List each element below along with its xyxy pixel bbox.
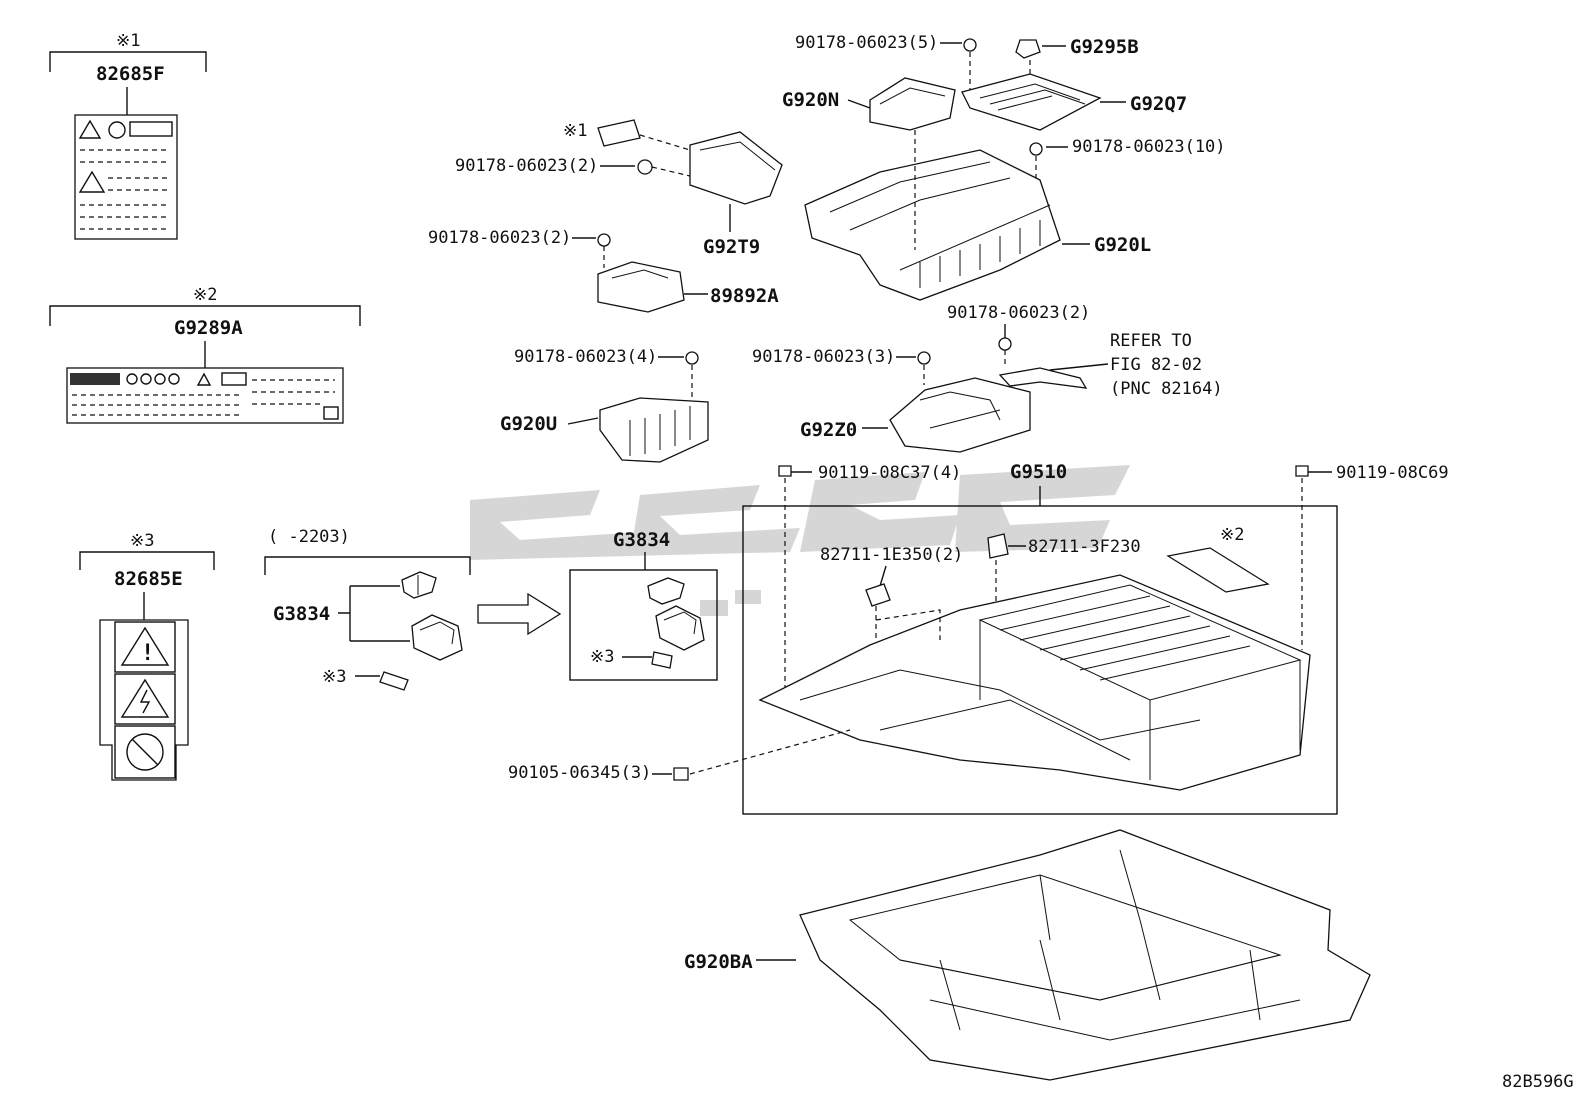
part-82711-1E-label: 82711-1E350(2) [820,545,963,565]
part-G920BA-lower-tray [799,829,1371,1081]
warning-label-82685E: ! [99,619,189,781]
part-G92Z0 [889,377,1031,453]
watermark-logo [470,465,1130,616]
refer-to-line1: REFER TO [1110,331,1192,351]
part-G9510-battery-tray [758,574,1311,791]
refer-to-line2: FIG 82-02 [1110,355,1202,375]
part-90105-label: 90105-06345(3) [508,763,651,783]
part-G920U [599,397,709,463]
part-G92Q7-label: G92Q7 [1130,93,1187,115]
part-90178-4-label: 90178-06023(4) [514,347,657,367]
part-90119-37-label: 90119-08C37(4) [818,463,961,483]
part-G3834-left [401,571,463,661]
part-G920N [869,77,956,131]
part-G9295B-label: G9295B [1070,36,1139,58]
part-G92T9-label: G92T9 [703,236,760,258]
part-G92T9 [689,131,783,205]
part-90119-69-label: 90119-08C69 [1336,463,1449,483]
svg-text:!: ! [141,641,154,666]
part-G920N-label: G920N [782,89,839,111]
arrow-icon [477,592,562,636]
note-3-box-label: ※3 [590,647,614,667]
note-3-left-label: ※3 [322,667,346,687]
part-90178-10-label: 90178-06023(10) [1072,137,1226,157]
serial-range-label: ( -2203) [268,527,350,547]
cable-82164 [998,367,1088,389]
note-2-label: ※2 [193,285,217,305]
note-3-label: ※3 [130,531,154,551]
part-82685E-label: 82685E [114,568,183,590]
refer-to-line3: (PNC 82164) [1110,379,1223,399]
part-G920BA-label: G920BA [684,951,753,973]
note-2-assembly-label: ※2 [1220,525,1244,545]
note-1-top-label: ※1 [563,121,587,141]
part-90178-2b-label: 90178-06023(2) [428,228,571,248]
note-1-label: ※1 [116,31,140,51]
part-G9510-label: G9510 [1010,461,1067,483]
part-G92Z0-label: G92Z0 [800,419,857,441]
part-90178-2c-label: 90178-06023(2) [947,303,1090,323]
part-G920U-label: G920U [500,413,557,435]
part-90178-2a-label: 90178-06023(2) [455,156,598,176]
part-G920L [804,149,1061,301]
part-G92Q7 [961,73,1102,131]
warning-label-G9289A [66,367,344,424]
part-90178-5-label: 90178-06023(5) [795,33,938,53]
part-G920L-label: G920L [1094,234,1151,256]
part-G3834-box-label: G3834 [613,529,670,551]
part-G3834-left-label: G3834 [273,603,330,625]
part-82711-3F-label: 82711-3F230 [1028,537,1141,557]
part-90178-3-label: 90178-06023(3) [752,347,895,367]
part-82685F-label: 82685F [96,63,165,85]
part-G3834-box [569,569,718,681]
figure-id: 82B596G [1502,1072,1574,1092]
part-G9289A-label: G9289A [174,317,243,339]
assembly-G9510-box [742,505,1338,815]
warning-label-82685F [74,114,178,240]
part-89892A-label: 89892A [710,285,779,307]
part-89892A [597,261,685,313]
